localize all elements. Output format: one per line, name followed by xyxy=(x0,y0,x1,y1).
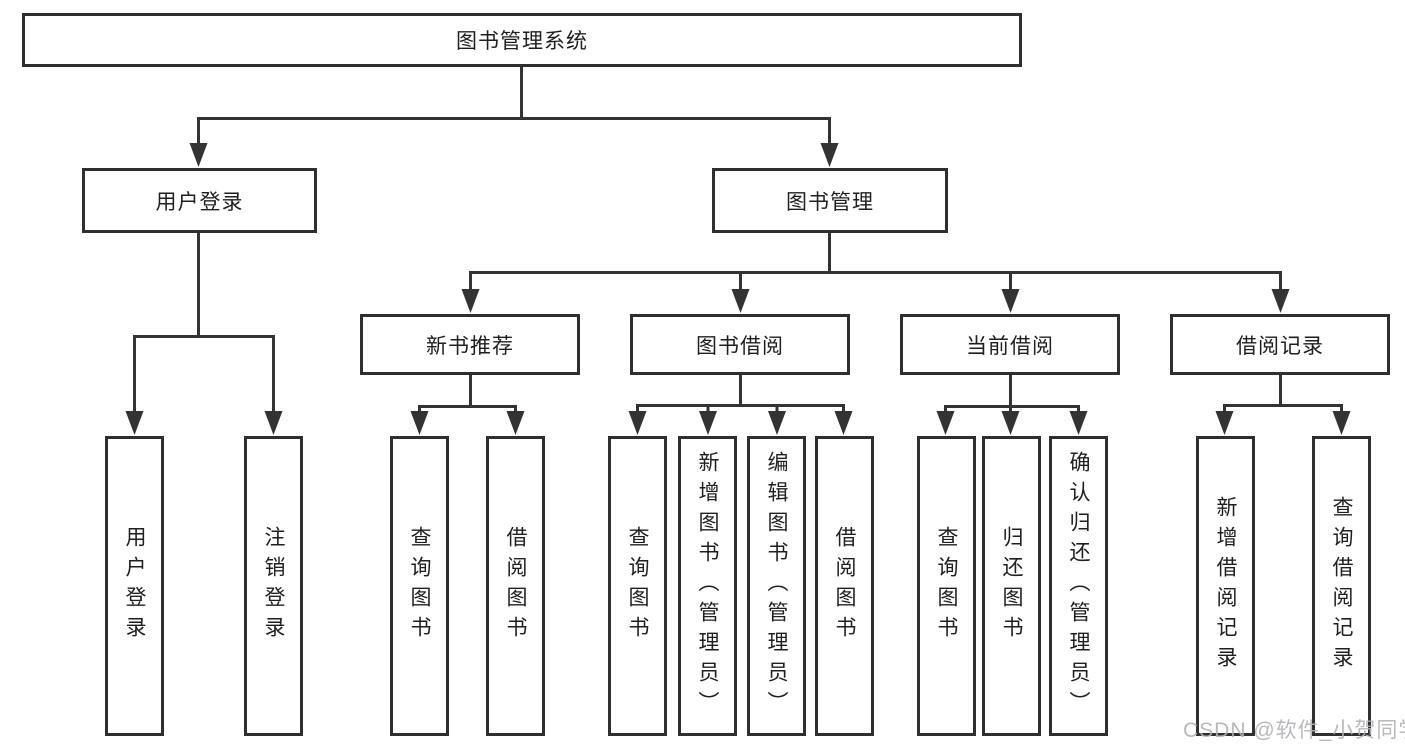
arrowhead-borrow-book-2 xyxy=(834,411,853,435)
node-label: 用户登录 xyxy=(155,190,244,214)
node-edit-book-admin: 编辑图书（管理员） xyxy=(747,436,806,736)
node-user-login: 用户登录 xyxy=(82,168,317,233)
connector-root-branch xyxy=(197,117,831,146)
node-borrow-book-recommend: 借阅图书 xyxy=(486,436,545,736)
node-add-book-admin: 新增图书（管理员） xyxy=(678,436,737,736)
node-label: 归还图书 xyxy=(1000,526,1023,646)
node-query-books-borrow: 查询图书 xyxy=(608,436,667,736)
node-label: 编辑图书（管理员） xyxy=(765,451,788,721)
node-borrow-book-leaf: 借阅图书 xyxy=(815,436,874,736)
node-query-borrow-record: 查询借阅记录 xyxy=(1312,436,1371,736)
connector-borrow-records-branch xyxy=(1223,404,1343,412)
node-label: 借阅图书 xyxy=(833,526,856,646)
arrowhead-query-borrow-record xyxy=(1332,411,1351,435)
node-label: 当前借阅 xyxy=(966,334,1054,358)
arrowhead-confirm-return xyxy=(1069,411,1088,435)
arrowhead-edit-book xyxy=(768,411,786,435)
arrowhead-user-login xyxy=(189,143,208,167)
node-label: 查询图书 xyxy=(935,526,958,646)
node-label: 图书管理 xyxy=(786,190,874,214)
arrowhead-add-borrow-record xyxy=(1215,411,1234,435)
node-add-borrow-record: 新增借阅记录 xyxy=(1196,436,1255,736)
node-user-login-leaf: 用户登录 xyxy=(105,436,164,736)
arrowhead-return-book xyxy=(1001,411,1020,435)
node-library-management-system: 图书管理系统 xyxy=(22,13,1022,67)
node-label: 图书借阅 xyxy=(696,334,784,358)
node-book-management: 图书管理 xyxy=(712,168,948,233)
arrowhead-user-login-leaf xyxy=(125,411,144,435)
connector-user-login-branch xyxy=(133,335,275,414)
node-label: 查询借阅记录 xyxy=(1330,496,1353,676)
arrowhead-current-borrow xyxy=(1001,289,1020,313)
arrowhead-query-books-2 xyxy=(628,411,647,435)
node-new-book-recommend: 新书推荐 xyxy=(360,314,580,375)
node-label: 新书推荐 xyxy=(426,334,514,358)
node-borrow-records: 借阅记录 xyxy=(1170,314,1390,375)
arrowhead-logout-leaf xyxy=(264,411,283,435)
node-label: 确认归还（管理员） xyxy=(1067,451,1090,721)
node-return-book: 归还图书 xyxy=(982,436,1041,736)
arrowhead-query-books-1 xyxy=(410,411,429,435)
node-current-borrow: 当前借阅 xyxy=(900,314,1120,375)
arrowhead-new-book-recommend xyxy=(461,289,480,313)
node-label: 查询图书 xyxy=(408,526,431,646)
node-query-books-recommend: 查询图书 xyxy=(390,436,449,736)
arrowhead-borrow-records xyxy=(1271,289,1290,313)
node-label: 借阅记录 xyxy=(1236,334,1324,358)
node-label: 新增借阅记录 xyxy=(1214,496,1237,676)
node-label: 借阅图书 xyxy=(504,526,527,646)
connector-new-book-branch xyxy=(418,405,517,413)
node-label: 图书管理系统 xyxy=(456,30,588,53)
connector-book-borrow-branch xyxy=(636,404,845,412)
connector-level3-branch xyxy=(469,271,1282,292)
arrowhead-borrow-book-1 xyxy=(506,411,525,435)
arrowhead-book-management xyxy=(820,143,839,167)
arrowhead-add-book xyxy=(699,411,717,435)
csdn-watermark: CSDN @软件_小贺同学 xyxy=(1183,719,1405,742)
node-label: 注销登录 xyxy=(262,526,285,646)
node-label: 用户登录 xyxy=(123,526,146,646)
arrowhead-query-books-3 xyxy=(936,411,955,435)
node-book-borrow: 图书借阅 xyxy=(630,314,850,375)
node-query-books-current: 查询图书 xyxy=(917,436,976,736)
node-confirm-return-admin: 确认归还（管理员） xyxy=(1049,436,1108,736)
node-label: 查询图书 xyxy=(626,526,649,646)
node-logout-leaf: 注销登录 xyxy=(244,436,303,736)
node-label: 新增图书（管理员） xyxy=(696,451,719,721)
arrowhead-book-borrow xyxy=(731,289,750,313)
